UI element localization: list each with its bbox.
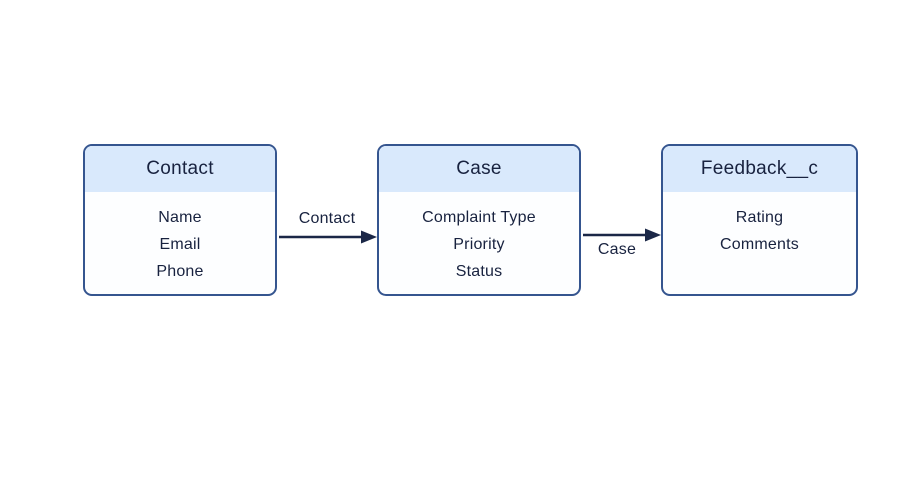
arrowhead-icon [361, 230, 377, 244]
entity-field: Phone [156, 263, 204, 280]
entity-field: Rating [735, 209, 784, 226]
entity-field: Comments [720, 236, 799, 253]
connector-label: Case [597, 241, 637, 258]
connector-contact-case [279, 230, 377, 244]
entity-contact: Contact Name Email Phone [83, 144, 277, 296]
entity-title: Contact [146, 158, 214, 179]
entity-field: Email [159, 236, 201, 253]
entity-header: Case [379, 146, 579, 192]
entity-field: Name [158, 209, 202, 226]
entity-field: Status [455, 263, 503, 280]
entity-field: Priority [453, 236, 505, 253]
entity-title: Feedback__c [700, 158, 819, 179]
entity-body: Rating Comments [663, 192, 856, 258]
entity-header: Contact [85, 146, 275, 192]
entity-feedback: Feedback__c Rating Comments [661, 144, 858, 296]
arrowhead-icon [645, 228, 661, 242]
entity-case: Case Complaint Type Priority Status [377, 144, 581, 296]
connector-label: Contact [298, 210, 356, 227]
entity-header: Feedback__c [663, 146, 856, 192]
entity-body: Name Email Phone [85, 192, 275, 285]
connector-case-feedback [583, 228, 661, 242]
entity-field: Complaint Type [422, 209, 536, 226]
entity-title: Case [456, 158, 502, 179]
entity-body: Complaint Type Priority Status [379, 192, 579, 285]
